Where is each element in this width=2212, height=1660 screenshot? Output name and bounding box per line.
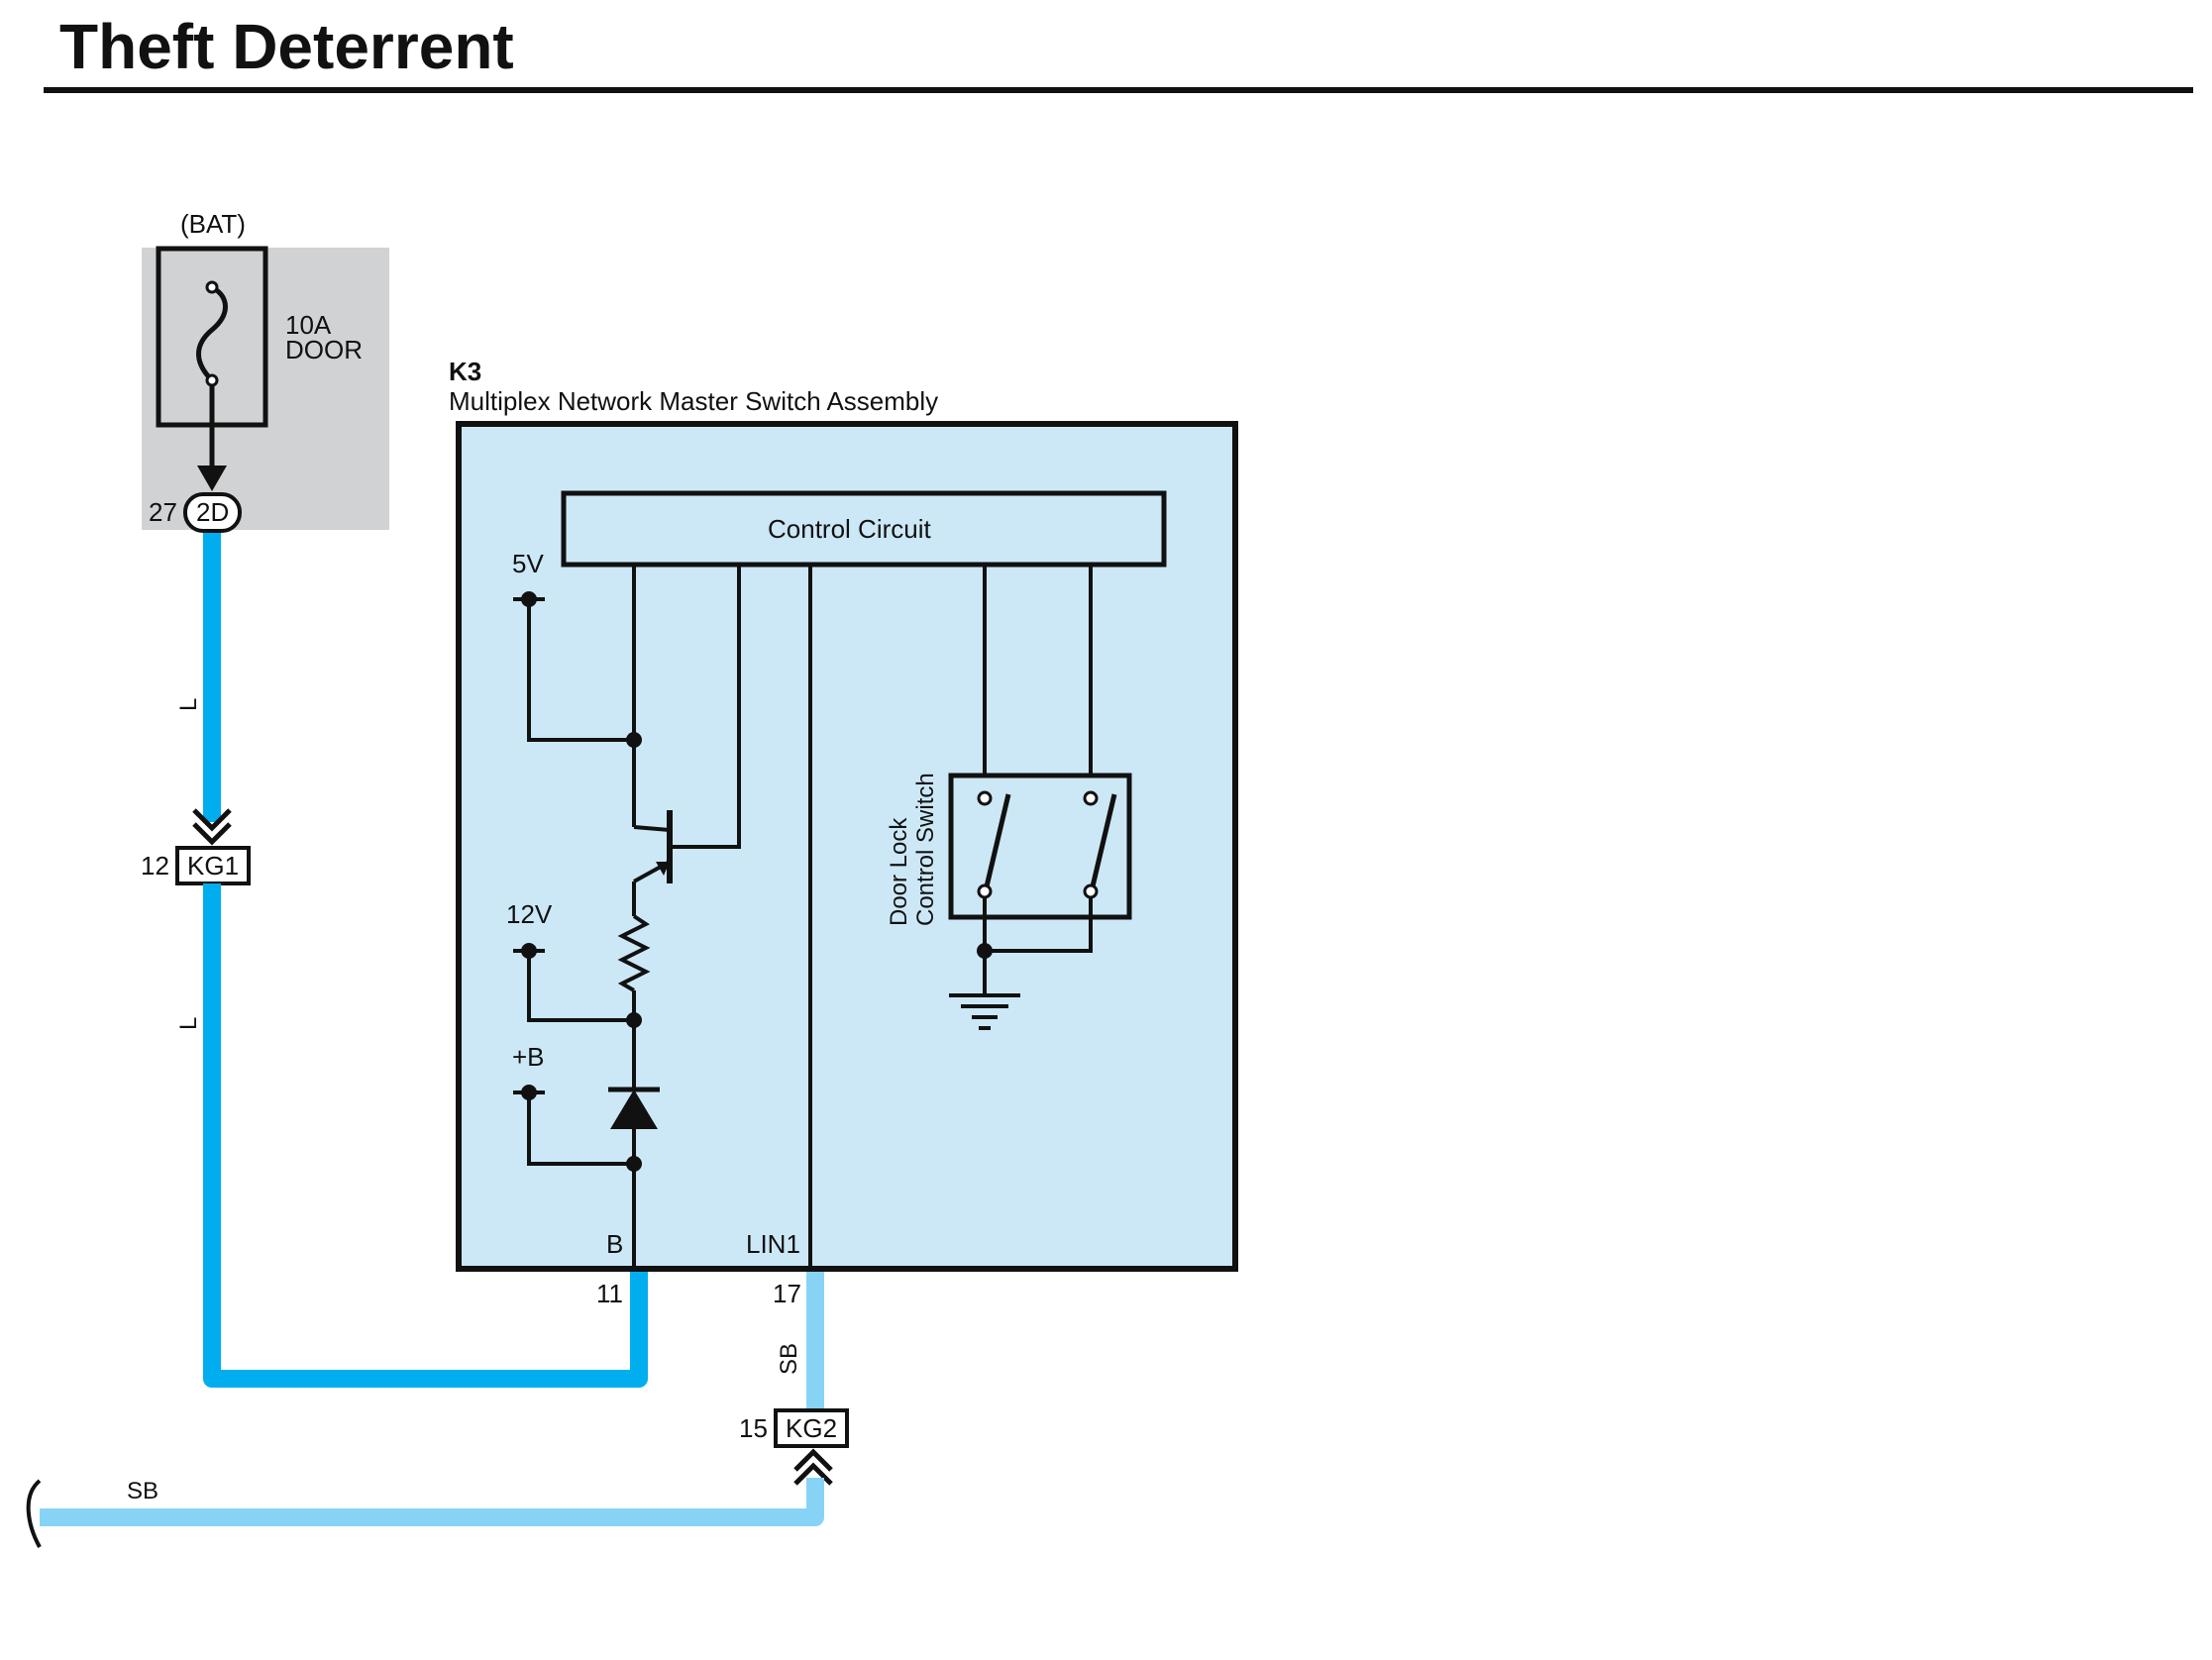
- junction-plus-b: [626, 1156, 642, 1172]
- page-title: Theft Deterrent: [59, 11, 514, 82]
- fuse-icon: [196, 284, 228, 382]
- junction-5v: [626, 732, 642, 748]
- resistor-icon: [617, 914, 651, 992]
- fuse-terminal-top: [205, 280, 219, 294]
- v5-line: [527, 599, 634, 742]
- wire-l-bottom-label: L: [175, 1017, 202, 1030]
- connector-2d-pin: 27: [149, 497, 177, 527]
- terminal-b-name: B: [606, 1229, 623, 1259]
- connector-2d-id: 2D: [196, 497, 229, 527]
- label-plus-b: +B: [512, 1042, 545, 1072]
- chevron-down-icon-2: [192, 822, 232, 846]
- connector-kg1-box: [175, 846, 251, 885]
- title-rule: [44, 87, 2193, 93]
- label-5v: 5V: [512, 549, 544, 578]
- fuse-source-label: (BAT): [180, 209, 246, 239]
- connector-kg1-id: KG1: [187, 851, 239, 881]
- control-circuit-box: [561, 490, 1167, 568]
- connector-kg2-box: [774, 1408, 849, 1448]
- connector-2d-box: [183, 492, 242, 533]
- connector-kg1-pin: 12: [141, 851, 169, 881]
- wire-sb-vertical-label: SB: [776, 1343, 802, 1375]
- switch-2-contact-top: [1083, 790, 1099, 806]
- wire-sb-horizontal-label: SB: [127, 1478, 158, 1504]
- wire-l-top-label: L: [175, 698, 202, 711]
- cc-line-2: [672, 565, 741, 849]
- switch-2-contact-bottom: [1083, 883, 1099, 899]
- switch-label-line2: Control Switch: [912, 773, 939, 926]
- v12-line: [527, 951, 634, 1022]
- switch-label-line1: Door Lock: [886, 817, 912, 926]
- chevron-up-icon-2: [793, 1462, 833, 1486]
- fuse-rating: 10A: [285, 310, 332, 340]
- terminal-lin1-name: LIN1: [746, 1229, 800, 1259]
- fuse-name: DOOR: [285, 335, 363, 364]
- switch-2-arm: [1090, 793, 1117, 887]
- diode-icon: [610, 1089, 658, 1129]
- switch-1-contact-top: [977, 790, 993, 806]
- fuse-terminal-bottom: [205, 373, 219, 387]
- switch-1-contact-bottom: [977, 883, 993, 899]
- control-circuit-label: Control Circuit: [768, 514, 931, 544]
- wire-break-icon: [26, 1479, 42, 1548]
- connector-kg2-id: KG2: [786, 1413, 837, 1443]
- module-name: Multiplex Network Master Switch Assembly: [449, 386, 938, 416]
- transistor-arrow-icon: [656, 862, 670, 876]
- connector-kg2-pin: 15: [739, 1413, 768, 1443]
- arrow-down-icon: [197, 466, 227, 491]
- switch-1-arm: [984, 793, 1011, 887]
- module-code: K3: [449, 357, 481, 386]
- chevron-down-icon: [192, 808, 232, 832]
- wire-l-lower: [203, 883, 648, 1388]
- wire-sb-horizontal: [40, 1478, 824, 1526]
- chevron-up-icon: [793, 1448, 833, 1472]
- junction-switch-ground: [977, 943, 993, 959]
- switch-2-drop: [985, 897, 1093, 953]
- transistor-collector: [633, 825, 671, 832]
- vb-line: [527, 1092, 634, 1166]
- terminal-b-pin: 11: [596, 1279, 623, 1308]
- terminal-lin1-pin: 17: [773, 1279, 801, 1308]
- label-12v: 12V: [506, 899, 553, 929]
